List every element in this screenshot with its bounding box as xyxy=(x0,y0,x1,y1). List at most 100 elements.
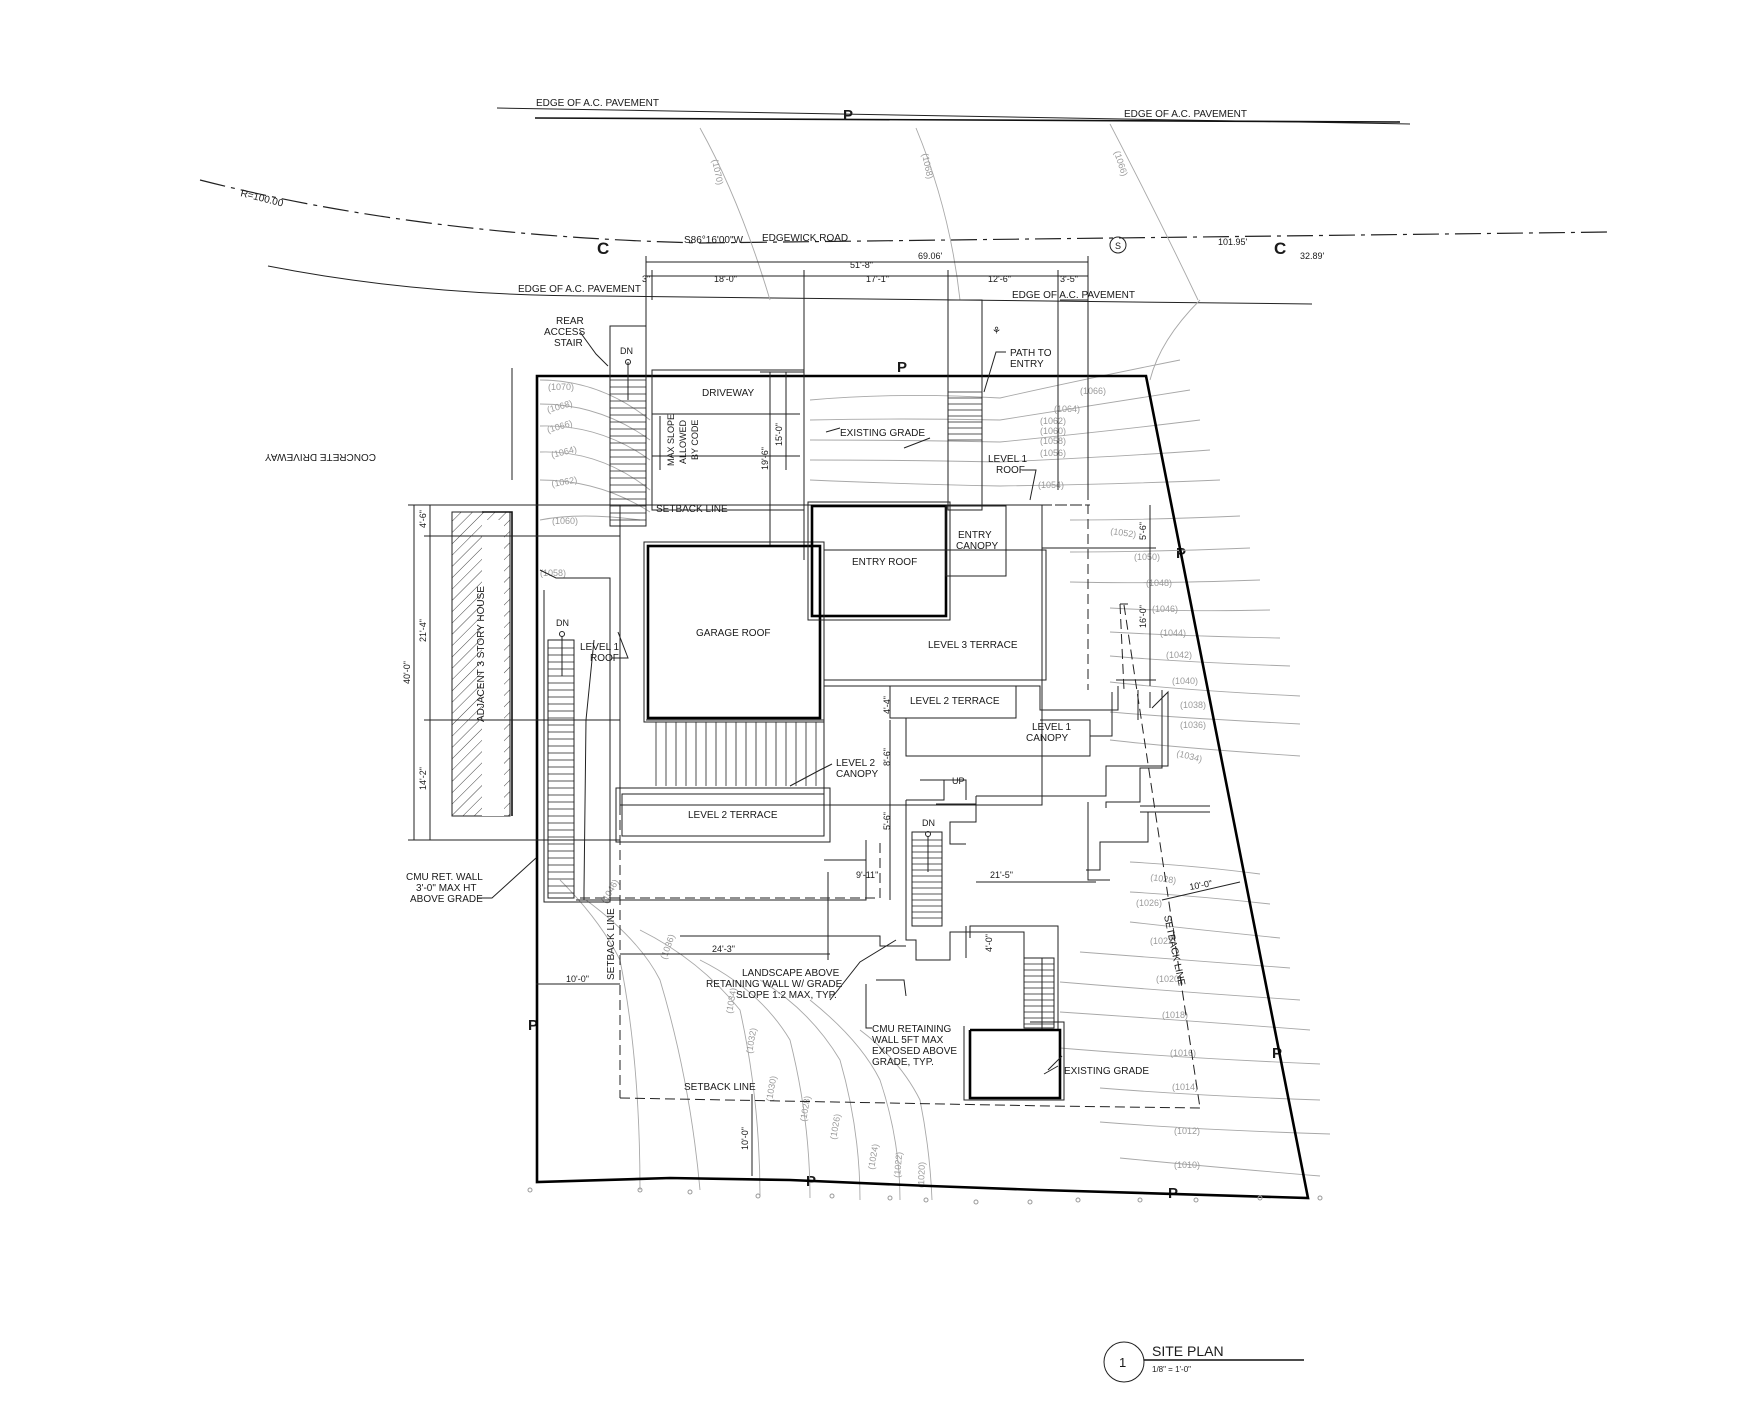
dim-10-bottom: 10'-0" xyxy=(740,1127,750,1150)
svg-text:(1060): (1060) xyxy=(552,516,578,526)
stair-treads xyxy=(610,379,646,521)
svg-text:(1036): (1036) xyxy=(658,933,676,961)
cmu-ret-wall-2: 3'-0" MAX HT xyxy=(416,883,476,894)
leader-line xyxy=(829,939,897,1001)
setback-line-bottom-label: SETBACK LINE xyxy=(684,1082,756,1093)
landscape-2: RETAINING WALL W/ GRADE xyxy=(706,979,843,990)
driveway xyxy=(651,369,805,511)
dim-3-5: 3'-5" xyxy=(1060,274,1078,284)
leader-line xyxy=(612,631,629,659)
leader-line xyxy=(1022,469,1037,501)
svg-text:(1070): (1070) xyxy=(710,158,725,186)
dim-4-6: 4'-6" xyxy=(418,510,428,528)
level3-terrace xyxy=(823,549,1047,681)
max-slope-3: BY CODE xyxy=(690,420,700,460)
sheet-scale: 1/8" = 1'-0" xyxy=(1152,1365,1191,1374)
concrete-driveway-label: CONCRETE DRIVEWAY xyxy=(265,451,376,462)
survey-point xyxy=(923,1197,929,1203)
dn-label-2: DN xyxy=(556,618,569,628)
survey-point xyxy=(1317,1195,1323,1201)
svg-text:(1014): (1014) xyxy=(1172,1082,1198,1092)
road-bearing: S86°16'00"W xyxy=(684,235,743,246)
cmu-ret-wall-1: CMU RET. WALL xyxy=(406,872,483,883)
grade-arrow-icon xyxy=(1043,1065,1059,1075)
left-wall xyxy=(583,639,595,900)
svg-text:(1020): (1020) xyxy=(916,1162,927,1188)
svg-text:(1056): (1056) xyxy=(1040,448,1066,458)
dim-21-4: 21'-4" xyxy=(418,619,428,642)
svg-text:(1064): (1064) xyxy=(550,444,578,460)
entry-canopy xyxy=(945,505,1007,577)
dim-9-11: 9'-11" xyxy=(856,870,878,880)
left-dimensions xyxy=(408,504,620,841)
dim-8-6: 8'-6" xyxy=(882,748,892,766)
level1-canopy-2: CANOPY xyxy=(1026,733,1069,744)
property-line-icon: P xyxy=(1272,1045,1282,1062)
edge-pavement-lower-left: EDGE OF A.C. PAVEMENT xyxy=(518,284,641,295)
svg-text:(1040): (1040) xyxy=(1172,676,1198,686)
cmu-retaining-3: EXPOSED ABOVE xyxy=(872,1046,957,1057)
sheet-title: SITE PLAN xyxy=(1152,1343,1224,1359)
retaining-wall xyxy=(876,979,907,997)
svg-text:(1046): (1046) xyxy=(1152,604,1178,614)
detail-number: 1 xyxy=(1119,1355,1126,1370)
property-line-icon: P xyxy=(843,107,853,124)
max-slope-2: ALLOWED xyxy=(678,419,688,464)
svg-text:(1012): (1012) xyxy=(1174,1126,1200,1136)
svg-text:(1068): (1068) xyxy=(920,152,935,180)
svg-text:(1030): (1030) xyxy=(764,1075,778,1102)
rear-access-label-2: ACCESS xyxy=(544,327,585,338)
dim-24-3: 24'-3" xyxy=(712,944,735,954)
leader-line xyxy=(579,331,609,367)
stair-start-icon xyxy=(625,359,631,365)
svg-text:(1028): (1028) xyxy=(1150,872,1177,886)
svg-text:(1026): (1026) xyxy=(1136,898,1162,908)
road-dist-32: 32.89' xyxy=(1300,251,1325,261)
dim-21-5: 21'-5" xyxy=(990,870,1013,880)
svg-text:(1048): (1048) xyxy=(1146,578,1172,588)
upper-outline-dashed xyxy=(1042,504,1128,691)
landscape-block xyxy=(963,1021,1065,1101)
svg-text:(1052): (1052) xyxy=(1110,526,1137,540)
svg-text:(1018): (1018) xyxy=(1162,1010,1188,1020)
landscape-1: LANDSCAPE ABOVE xyxy=(742,968,840,979)
cmu-ret-wall-3: ABOVE GRADE xyxy=(410,894,483,905)
survey-points xyxy=(527,1187,1323,1205)
survey-point xyxy=(829,1193,835,1199)
svg-text:(1050): (1050) xyxy=(1134,552,1160,562)
svg-text:(1020): (1020) xyxy=(1156,974,1182,984)
setback-line-top-label: SETBACK LINE xyxy=(656,504,728,515)
centerline-icon: C xyxy=(597,239,609,258)
edge-pavement-top-right: EDGE OF A.C. PAVEMENT xyxy=(1124,109,1247,120)
level2-terrace-right xyxy=(889,685,1017,719)
existing-grade-2: EXISTING GRADE xyxy=(1064,1066,1149,1077)
tree-icon: ⚘ xyxy=(992,326,1001,337)
max-slope-1: MAX SLOPE xyxy=(666,414,676,466)
building-outline xyxy=(615,501,1210,881)
svg-text:(1066): (1066) xyxy=(546,418,574,435)
svg-text:(1062): (1062) xyxy=(1040,416,1066,426)
survey-point xyxy=(1075,1197,1081,1203)
property-boundary xyxy=(535,374,1310,1200)
leader-line xyxy=(478,857,537,899)
svg-text:(1028): (1028) xyxy=(798,1095,812,1122)
lower-stair-2 xyxy=(1023,957,1055,1029)
dim-4-4: 4'-4" xyxy=(882,696,892,714)
svg-text:(1010): (1010) xyxy=(1174,1160,1200,1170)
centerline-icon: C xyxy=(1274,239,1286,258)
rear-access-label-3: STAIR xyxy=(554,338,583,349)
dim-10-right: 10'-0" xyxy=(1189,878,1213,892)
sewer-manhole-icon xyxy=(1109,236,1127,254)
adjacent-house xyxy=(451,511,513,817)
path-to-entry-2: ENTRY xyxy=(1010,359,1044,370)
survey-point xyxy=(1027,1199,1033,1205)
level1-roof-right-1: LEVEL 1 xyxy=(988,454,1028,465)
edge-pavement-top-left: EDGE OF A.C. PAVEMENT xyxy=(536,98,659,109)
leader-line xyxy=(865,984,872,1029)
adjacent-house-label: ADJACENT 3 STORY HOUSE xyxy=(476,586,487,722)
cmu-retaining-4: GRADE, TYP. xyxy=(872,1057,934,1068)
svg-text:(1022): (1022) xyxy=(1150,936,1176,946)
survey-point xyxy=(1257,1195,1263,1201)
svg-text:(1026): (1026) xyxy=(828,1113,842,1140)
